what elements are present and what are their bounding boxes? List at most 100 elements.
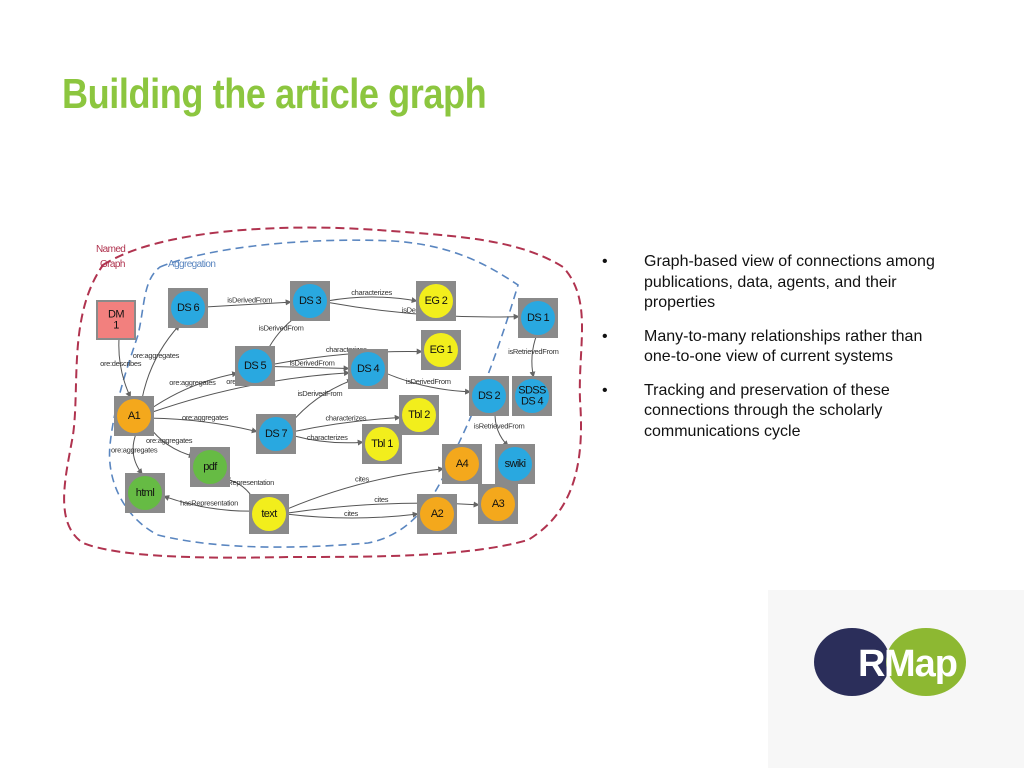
edge-label: isDerivedFrom bbox=[297, 389, 342, 398]
edge-label: ore:describes bbox=[100, 359, 142, 368]
edge-label: ore:aggregates bbox=[133, 351, 180, 360]
edge-a1-d7 bbox=[150, 417, 258, 434]
node-shape bbox=[445, 447, 479, 481]
edge-d4-d2 bbox=[384, 372, 472, 395]
node-sw: swiki bbox=[495, 444, 535, 484]
node-eg1: EG 1 bbox=[421, 330, 461, 370]
edge-label: hasRepresentation bbox=[180, 499, 238, 508]
edge-text-a2 bbox=[285, 511, 419, 519]
node-shape bbox=[498, 447, 532, 481]
bullet-text: Tracking and preservation of these conne… bbox=[644, 381, 890, 440]
node-d6: DS 6 bbox=[168, 288, 208, 328]
node-a4: A4 bbox=[442, 444, 482, 484]
node-ng1: DM1 bbox=[96, 300, 136, 340]
node-d4: DS 4 bbox=[348, 349, 388, 389]
edge-label: cites bbox=[344, 509, 358, 518]
edge-d1-sds4 bbox=[529, 334, 538, 378]
edge-d7-tbl2 bbox=[292, 414, 401, 433]
edge-a1-html bbox=[132, 432, 143, 475]
logo-left-oval bbox=[814, 628, 890, 696]
node-label: DS 1 bbox=[527, 312, 550, 324]
node-d5: DS 5 bbox=[235, 346, 275, 386]
edge-text-html bbox=[163, 495, 253, 512]
bullet-text: Graph-based view of connections among pu… bbox=[644, 253, 935, 311]
node-shape bbox=[128, 476, 162, 510]
node-label: DS 3 bbox=[299, 295, 322, 307]
node-label: DS 4 bbox=[357, 363, 380, 375]
edge-label: characterizes bbox=[325, 414, 366, 423]
node-label: EG 1 bbox=[430, 344, 453, 356]
edge-d7-tbl1 bbox=[292, 435, 364, 446]
edge-a1-d6 bbox=[141, 324, 180, 401]
slide-title: Building the article graph bbox=[62, 70, 487, 117]
edge-d5-eg1 bbox=[271, 348, 423, 366]
edge-label: isDerivedFrom bbox=[227, 296, 272, 305]
edge-label: cites bbox=[355, 474, 369, 483]
edge-text-a4 bbox=[285, 466, 445, 511]
node-shape bbox=[481, 487, 515, 521]
edge-label: ore:aggregates bbox=[182, 413, 229, 422]
node-shape bbox=[521, 301, 555, 335]
aggregation-label: Aggregation bbox=[168, 259, 215, 270]
node-a2: A2 bbox=[417, 494, 457, 534]
node-label: DS 2 bbox=[478, 390, 501, 402]
node-tbl1: Tbl 1 bbox=[362, 424, 402, 464]
node-label: DS 6 bbox=[177, 302, 200, 314]
edge-label: cites bbox=[374, 495, 388, 504]
node-shape bbox=[117, 399, 151, 433]
edge-label: isRetrievedFrom bbox=[508, 347, 559, 356]
node-shape bbox=[252, 497, 286, 531]
logo-map-text: Map bbox=[884, 643, 957, 685]
node-shape bbox=[351, 352, 385, 386]
node-shape bbox=[424, 333, 458, 367]
named-graph-label: Named bbox=[96, 244, 125, 255]
logo-panel: R Map bbox=[768, 590, 1024, 768]
node-label: DS 7 bbox=[265, 428, 288, 440]
node-shape bbox=[238, 349, 272, 383]
node-label: A1 bbox=[128, 410, 141, 422]
edge-label: isDerivedFrom bbox=[406, 377, 451, 386]
node-shape bbox=[420, 497, 454, 531]
edge-label: ore:aggregates bbox=[111, 445, 158, 454]
named-graph-boundary bbox=[63, 226, 583, 559]
node-label: Tbl 1 bbox=[371, 438, 393, 450]
node-eg2: EG 2 bbox=[416, 281, 456, 321]
bullet-marker: • bbox=[602, 381, 608, 399]
bullet-marker: • bbox=[602, 253, 608, 270]
bullet-item: • Tracking and preservation of these conn… bbox=[602, 381, 952, 443]
node-label: A2 bbox=[431, 508, 444, 520]
node-d7: DS 7 bbox=[256, 414, 296, 454]
bullet-text: Many-to-many relationships rather than o… bbox=[644, 327, 923, 366]
rmap-logo: R Map bbox=[814, 628, 966, 696]
edge-ng1-a1 bbox=[118, 336, 131, 398]
bullet-list: • Graph-based view of connections among p… bbox=[602, 252, 952, 455]
node-a1: A1 bbox=[114, 396, 154, 436]
edge-label: hasRepresentation bbox=[216, 478, 274, 487]
edge-label: ore:aggregates bbox=[146, 436, 193, 445]
edge-d6-d3 bbox=[204, 299, 292, 308]
edge-label: ore:aggregates bbox=[169, 378, 216, 387]
edge-label: characterizes bbox=[307, 433, 348, 442]
node-shape bbox=[515, 379, 549, 413]
logo-r-text: R bbox=[858, 643, 885, 685]
node-shape bbox=[293, 284, 327, 318]
edge-d3-eg2 bbox=[326, 296, 418, 304]
logo-right-oval bbox=[886, 628, 966, 696]
node-label: A4 bbox=[456, 458, 469, 470]
bullet-item: •Many-to-many relationships rather than … bbox=[602, 327, 952, 368]
node-label: text bbox=[261, 508, 277, 520]
node-label: swiki bbox=[505, 458, 526, 470]
node-shape bbox=[98, 302, 134, 338]
node-shape bbox=[171, 291, 205, 325]
node-shape bbox=[419, 284, 453, 318]
edge-label: isRetrievedFrom bbox=[474, 421, 525, 430]
node-html: html bbox=[125, 473, 165, 513]
node-shape bbox=[472, 379, 506, 413]
edge-a1-d5 bbox=[149, 371, 239, 410]
node-label: DS 4 bbox=[521, 396, 544, 408]
node-label: EG 2 bbox=[425, 295, 448, 307]
node-d2: DS 2 bbox=[469, 376, 509, 416]
edge-label: characterizes bbox=[326, 345, 367, 354]
edge-label: characterizes bbox=[351, 288, 392, 297]
